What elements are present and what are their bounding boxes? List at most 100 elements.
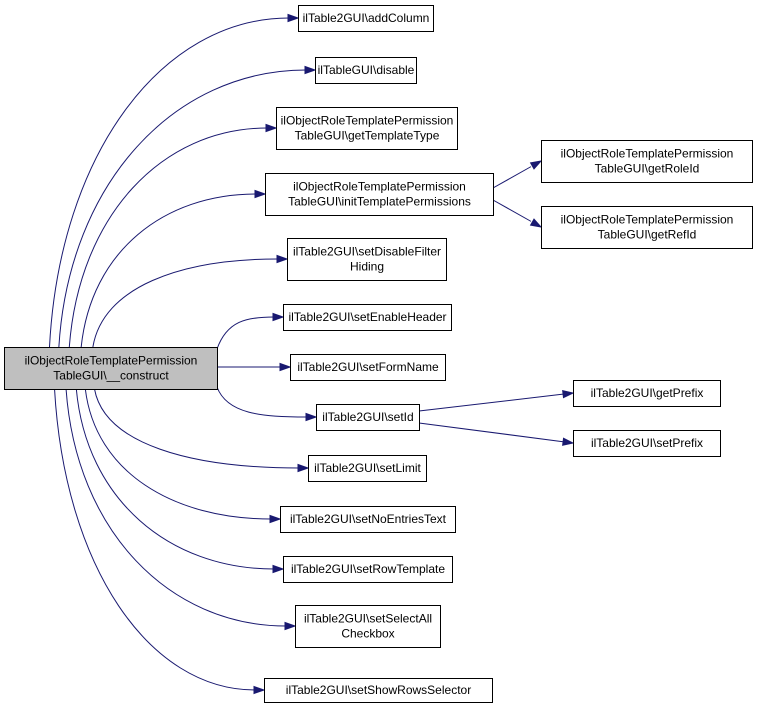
edge-root-to-setEnableHeader <box>216 312 285 350</box>
node-label: TableGUI\__construct <box>53 369 169 383</box>
edge-root-to-setNoEntriesText <box>84 388 282 524</box>
edge-root-to-setRowTemplate <box>75 388 285 574</box>
edge-line <box>58 69 307 348</box>
edge-root-to-setId <box>216 386 318 422</box>
node-label: ilTableGUI\disable <box>318 63 415 77</box>
edge-arrowhead <box>276 254 289 264</box>
node-box <box>541 140 753 183</box>
node-disable[interactable]: ilTableGUI\disable <box>315 57 417 84</box>
node-box <box>290 354 446 381</box>
node-label: ilObjectRoleTemplatePermission <box>561 213 734 227</box>
edge-arrowhead <box>529 218 543 228</box>
edge-line <box>80 193 257 348</box>
node-addColumn[interactable]: ilTable2GUI\addColumn <box>298 5 434 32</box>
node-label: ilTable2GUI\setNoEntriesText <box>290 512 447 526</box>
edges-layer <box>49 13 575 695</box>
node-box <box>541 206 753 249</box>
node-getRefId[interactable]: ilObjectRoleTemplatePermissionTableGUI\g… <box>541 206 753 249</box>
edge-arrowhead <box>253 685 266 695</box>
edge-line <box>84 388 272 520</box>
edge-arrowhead <box>272 564 285 574</box>
node-setFormName[interactable]: ilTable2GUI\setFormName <box>290 354 446 381</box>
node-setNoEntriesText[interactable]: ilTable2GUI\setNoEntriesText <box>280 506 456 533</box>
node-label: Checkbox <box>341 627 394 641</box>
edge-line <box>216 386 308 418</box>
edge-line <box>492 166 532 189</box>
edge-root-to-getTemplateType <box>68 123 278 348</box>
node-box <box>280 506 456 533</box>
node-box <box>264 678 493 703</box>
node-label: ilObjectRoleTemplatePermission <box>561 147 734 161</box>
edge-initTemplatePermissions-to-getRoleId <box>492 160 543 189</box>
node-box <box>573 430 721 457</box>
node-initTemplatePermissions[interactable]: ilObjectRoleTemplatePermissionTableGUI\i… <box>265 173 494 216</box>
node-getRoleId[interactable]: ilObjectRoleTemplatePermissionTableGUI\g… <box>541 140 753 183</box>
node-label: ilTable2GUI\setShowRowsSelector <box>286 683 471 697</box>
node-label: ilTable2GUI\setLimit <box>314 461 421 475</box>
node-setShowRowsSelector[interactable]: ilTable2GUI\setShowRowsSelector <box>264 678 493 703</box>
node-box <box>276 107 458 150</box>
edge-arrowhead <box>269 514 282 524</box>
node-label: TableGUI\getTemplateType <box>295 129 440 143</box>
node-box <box>287 238 447 281</box>
node-label: TableGUI\getRoleId <box>595 162 700 176</box>
node-getTemplateType[interactable]: ilObjectRoleTemplatePermissionTableGUI\g… <box>276 107 458 150</box>
node-label: TableGUI\initTemplatePermissions <box>288 195 471 209</box>
node-label: ilTable2GUI\addColumn <box>303 11 430 25</box>
edge-line <box>49 17 290 348</box>
node-setId[interactable]: ilTable2GUI\setId <box>316 404 420 431</box>
node-setEnableHeader[interactable]: ilTable2GUI\setEnableHeader <box>283 304 452 331</box>
edge-line <box>54 388 256 691</box>
edge-setId-to-getPrefix <box>418 390 575 412</box>
node-box <box>315 57 417 84</box>
node-box <box>573 380 721 407</box>
node-label: ilTable2GUI\setPrefix <box>591 436 703 450</box>
node-label: ilTable2GUI\setDisableFilter <box>293 245 441 259</box>
edge-root-to-setSelectAllCheckbox <box>65 388 297 631</box>
edge-line <box>418 393 564 412</box>
node-label: ilTable2GUI\setSelectAll <box>304 612 432 626</box>
edge-arrowhead <box>287 13 300 23</box>
edge-arrowhead <box>305 412 318 422</box>
edge-line <box>65 388 287 627</box>
node-label: ilTable2GUI\setFormName <box>297 360 439 374</box>
edge-line <box>68 127 268 348</box>
edge-line <box>94 388 300 469</box>
edge-setId-to-setPrefix <box>418 422 575 446</box>
node-label: ilTable2GUI\setEnableHeader <box>288 310 446 324</box>
node-label: ilObjectRoleTemplatePermission <box>293 180 466 194</box>
node-getPrefix[interactable]: ilTable2GUI\getPrefix <box>573 380 721 407</box>
node-box <box>316 404 420 431</box>
node-box <box>298 5 434 32</box>
node-box <box>308 455 427 482</box>
node-setLimit[interactable]: ilTable2GUI\setLimit <box>308 455 427 482</box>
edge-arrowhead <box>304 65 317 75</box>
node-setRowTemplate[interactable]: ilTable2GUI\setRowTemplate <box>283 556 453 583</box>
edge-line <box>418 422 564 443</box>
edge-root-to-setLimit <box>94 388 310 473</box>
edge-arrowhead <box>562 390 575 399</box>
node-root[interactable]: ilObjectRoleTemplatePermissionTableGUI\_… <box>4 347 218 390</box>
edge-root-to-initTemplatePermissions <box>80 189 267 348</box>
node-label: ilTable2GUI\setId <box>322 410 413 424</box>
edge-root-to-setFormName <box>217 362 292 372</box>
node-box <box>295 605 441 648</box>
node-label: ilObjectRoleTemplatePermission <box>281 114 454 128</box>
node-box <box>283 304 452 331</box>
node-label: ilTable2GUI\setRowTemplate <box>291 562 445 576</box>
edge-arrowhead <box>265 123 278 133</box>
edge-root-to-addColumn <box>49 13 300 348</box>
edge-initTemplatePermissions-to-getRefId <box>492 199 543 228</box>
edge-root-to-setDisableFilterHiding <box>92 254 289 348</box>
node-setPrefix[interactable]: ilTable2GUI\setPrefix <box>573 430 721 457</box>
edge-line <box>75 388 275 570</box>
nodes-layer: ilObjectRoleTemplatePermissionTableGUI\_… <box>4 5 753 703</box>
edge-root-to-setShowRowsSelector <box>54 388 266 695</box>
edge-arrowhead <box>284 621 297 631</box>
edge-arrowhead <box>254 189 267 199</box>
node-box <box>283 556 453 583</box>
edge-line <box>492 199 532 222</box>
